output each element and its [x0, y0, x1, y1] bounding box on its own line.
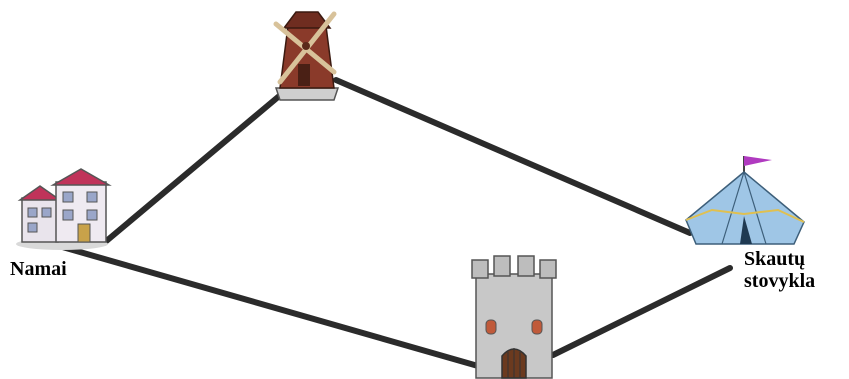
path-home-tower	[52, 244, 478, 366]
castle-tower-icon	[472, 256, 556, 378]
path-home-windmill	[104, 92, 284, 243]
camp-label: Skautų stovykla	[744, 248, 815, 292]
path-lines	[52, 80, 730, 366]
tent-icon	[686, 156, 804, 244]
camp-label-line2: stovykla	[744, 270, 815, 292]
windmill-icon	[276, 12, 338, 100]
path-windmill-camp	[336, 80, 690, 233]
house-icon	[16, 169, 109, 250]
path-tower-camp	[553, 268, 730, 355]
camp-label-line1: Skautų	[744, 248, 805, 270]
home-label: Namai	[10, 258, 67, 280]
